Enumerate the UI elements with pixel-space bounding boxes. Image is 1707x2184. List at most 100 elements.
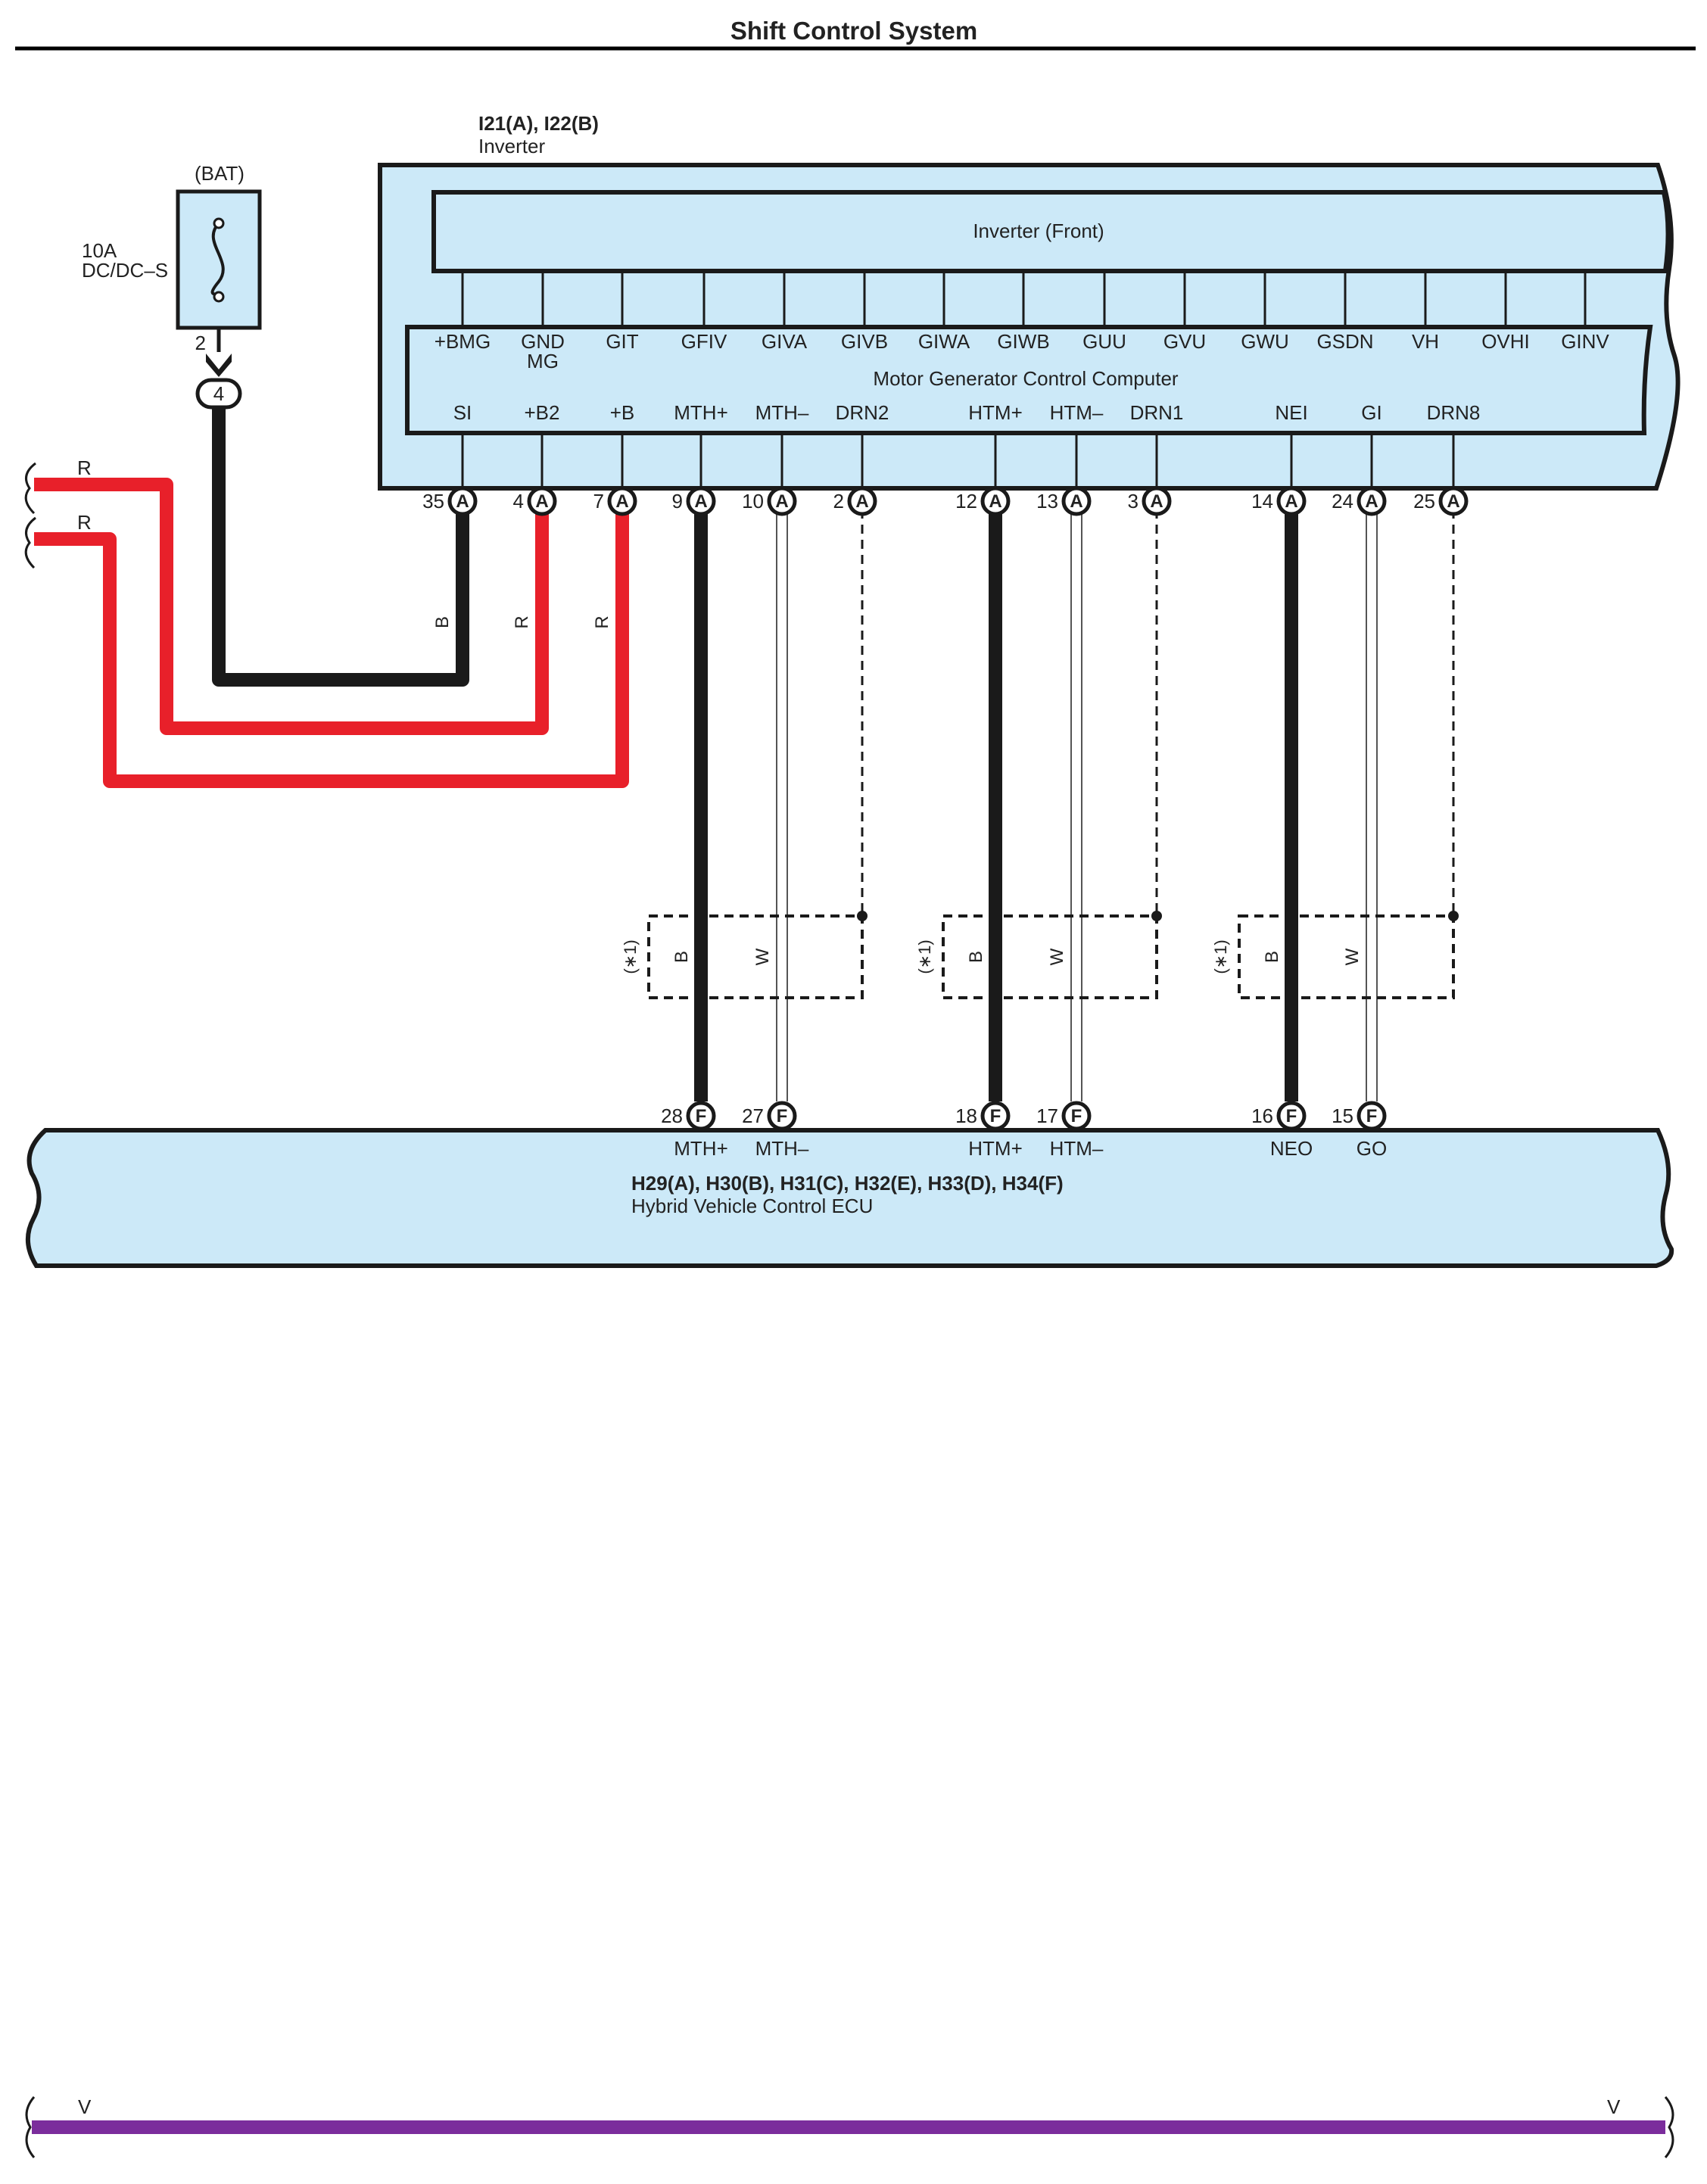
bottom-terminal-label: DRN8: [1427, 401, 1481, 424]
ecu-terminal-label: GO: [1357, 1137, 1387, 1160]
inverter-pin-connector: [1357, 486, 1387, 516]
top-terminal-label: GND: [521, 330, 565, 353]
ecu-pin-letter: F: [1366, 1106, 1378, 1126]
inverter-pin-letter: A: [694, 491, 707, 512]
ecu-pin-connector: [767, 1101, 797, 1131]
ecu-pin-number: 16: [1251, 1104, 1273, 1127]
inverter-pin-letter: A: [1070, 491, 1082, 512]
wire-w-htm-minus: [1070, 509, 1082, 1101]
shield-htm: [942, 911, 1162, 999]
break-mark-r1: [24, 462, 36, 515]
bottom-terminal-label: HTM–: [1050, 401, 1104, 424]
wire-label-b-mth: B: [671, 951, 692, 963]
ecu-pin-letter: F: [1286, 1106, 1297, 1126]
ecu-pin-letter: F: [1071, 1106, 1082, 1126]
fuse-rating: 10A: [82, 239, 117, 262]
shield-note-neo: (∗1): [1211, 939, 1230, 974]
shield-mth: [647, 911, 868, 999]
ecu-pin-letter: F: [777, 1106, 788, 1126]
top-terminal-label: GWU: [1241, 330, 1289, 353]
inverter-pin-connector: [447, 486, 478, 516]
inverter-pin-connector: [1142, 486, 1172, 516]
top-terminal-label: GINV: [1561, 330, 1609, 353]
ecu-name: Hybrid Vehicle Control ECU: [631, 1195, 873, 1217]
ecu-terminal-label: NEO: [1270, 1137, 1313, 1160]
top-terminal-label: GIWB: [997, 330, 1049, 353]
break-mark-v-right: [1664, 2096, 1674, 2158]
inverter-pin-number: 13: [1036, 490, 1058, 513]
wire-label-w-mth: W: [752, 948, 773, 965]
inverter-pin-letter: A: [1285, 491, 1297, 512]
inverter-pin-number: 24: [1332, 490, 1353, 513]
wire-label-w-neo: W: [1342, 948, 1363, 965]
inverter-pin-number: 12: [955, 490, 977, 513]
inverter-pin-connector: [767, 486, 797, 516]
bottom-terminal-label: DRN2: [836, 401, 889, 424]
inverter-pin-number: 14: [1251, 490, 1273, 513]
wire-label-r-b: R: [592, 615, 612, 628]
ecu-pin-number: 28: [661, 1104, 683, 1127]
shield-note-htm: (∗1): [915, 939, 934, 974]
bottom-terminal-label: HTM+: [968, 401, 1023, 424]
bottom-terminal-label: GI: [1361, 401, 1381, 424]
bottom-terminal-label: MTH+: [674, 401, 728, 424]
top-terminal-label-line2: MG: [527, 350, 559, 372]
break-mark-v-left: [25, 2096, 36, 2158]
inverter-pin-connector: [847, 486, 877, 516]
inverter-pin-letter: A: [1447, 491, 1459, 512]
shield-note-mth: (∗1): [621, 939, 640, 974]
fuse-source-label: (BAT): [195, 162, 245, 185]
ecu-body: [25, 1128, 1674, 1268]
mgcc-box: [405, 325, 1653, 435]
inverter-pin-letter: A: [775, 491, 788, 512]
inverter-pin-number: 4: [513, 490, 524, 513]
inverter-pin-letter: A: [1150, 491, 1163, 512]
fuse-name: DC/DC–S: [82, 259, 168, 282]
top-terminal-label: GIVA: [762, 330, 808, 353]
break-mark-r2: [24, 516, 36, 569]
inverter-pin-number: 9: [672, 490, 683, 513]
inverter-pin-connector: [1061, 486, 1092, 516]
ecu-pin-letter: F: [990, 1106, 1001, 1126]
wire-b-si: [212, 407, 469, 687]
inverter-pin-number: 7: [593, 490, 604, 513]
wire-label-w-htm: W: [1047, 948, 1067, 965]
bottom-terminal-label: NEI: [1275, 401, 1307, 424]
wire-label-r-top: R: [77, 456, 92, 479]
fuse-terminal-chevron: [206, 354, 232, 377]
junction-number: 4: [213, 382, 224, 405]
top-terminal-label: GUU: [1082, 330, 1126, 353]
inverter-pin-connector: [1276, 486, 1307, 516]
bottom-terminal-label: DRN1: [1130, 401, 1184, 424]
wire-label-b-neo: B: [1262, 951, 1282, 963]
ecu-terminal-label: HTM+: [968, 1137, 1023, 1160]
fuse-bottom-contact: [213, 291, 225, 303]
diagram-title: Shift Control System: [730, 17, 977, 45]
inverter-pin-number: 25: [1413, 490, 1435, 513]
wire-label-r-bottom: R: [77, 511, 92, 534]
wire-label-v-right: V: [1607, 2095, 1621, 2118]
ecu-terminal-label: MTH+: [674, 1137, 728, 1160]
bottom-terminal-label: SI: [453, 401, 472, 424]
fuse-top-contact: [213, 217, 225, 229]
top-terminal-label: +BMG: [435, 330, 491, 353]
inverter-pin-letter: A: [615, 491, 628, 512]
inverter-pin-number: 10: [742, 490, 764, 513]
ecu-connector-codes: H29(A), H30(B), H31(C), H32(E), H33(D), …: [631, 1172, 1064, 1195]
top-terminal-label: VH: [1412, 330, 1439, 353]
ecu-pin-connector: [1061, 1101, 1092, 1131]
shield-neo: [1238, 911, 1459, 999]
wire-r-b: [34, 509, 629, 788]
ecu-pin-number: 15: [1332, 1104, 1353, 1127]
mgcc-label: Motor Generator Control Computer: [873, 367, 1179, 390]
inverter-front-label: Inverter (Front): [973, 220, 1104, 242]
ecu-pin-connector: [980, 1101, 1011, 1131]
ecu-pin-connector: [1276, 1101, 1307, 1131]
ecu-pin-connector: [1357, 1101, 1387, 1131]
top-terminal-label: GVU: [1163, 330, 1206, 353]
bottom-terminal-label: +B: [610, 401, 635, 424]
top-terminal-label: GIWA: [918, 330, 970, 353]
ecu-pin-number: 17: [1036, 1104, 1058, 1127]
ecu-pin-number: 27: [742, 1104, 764, 1127]
